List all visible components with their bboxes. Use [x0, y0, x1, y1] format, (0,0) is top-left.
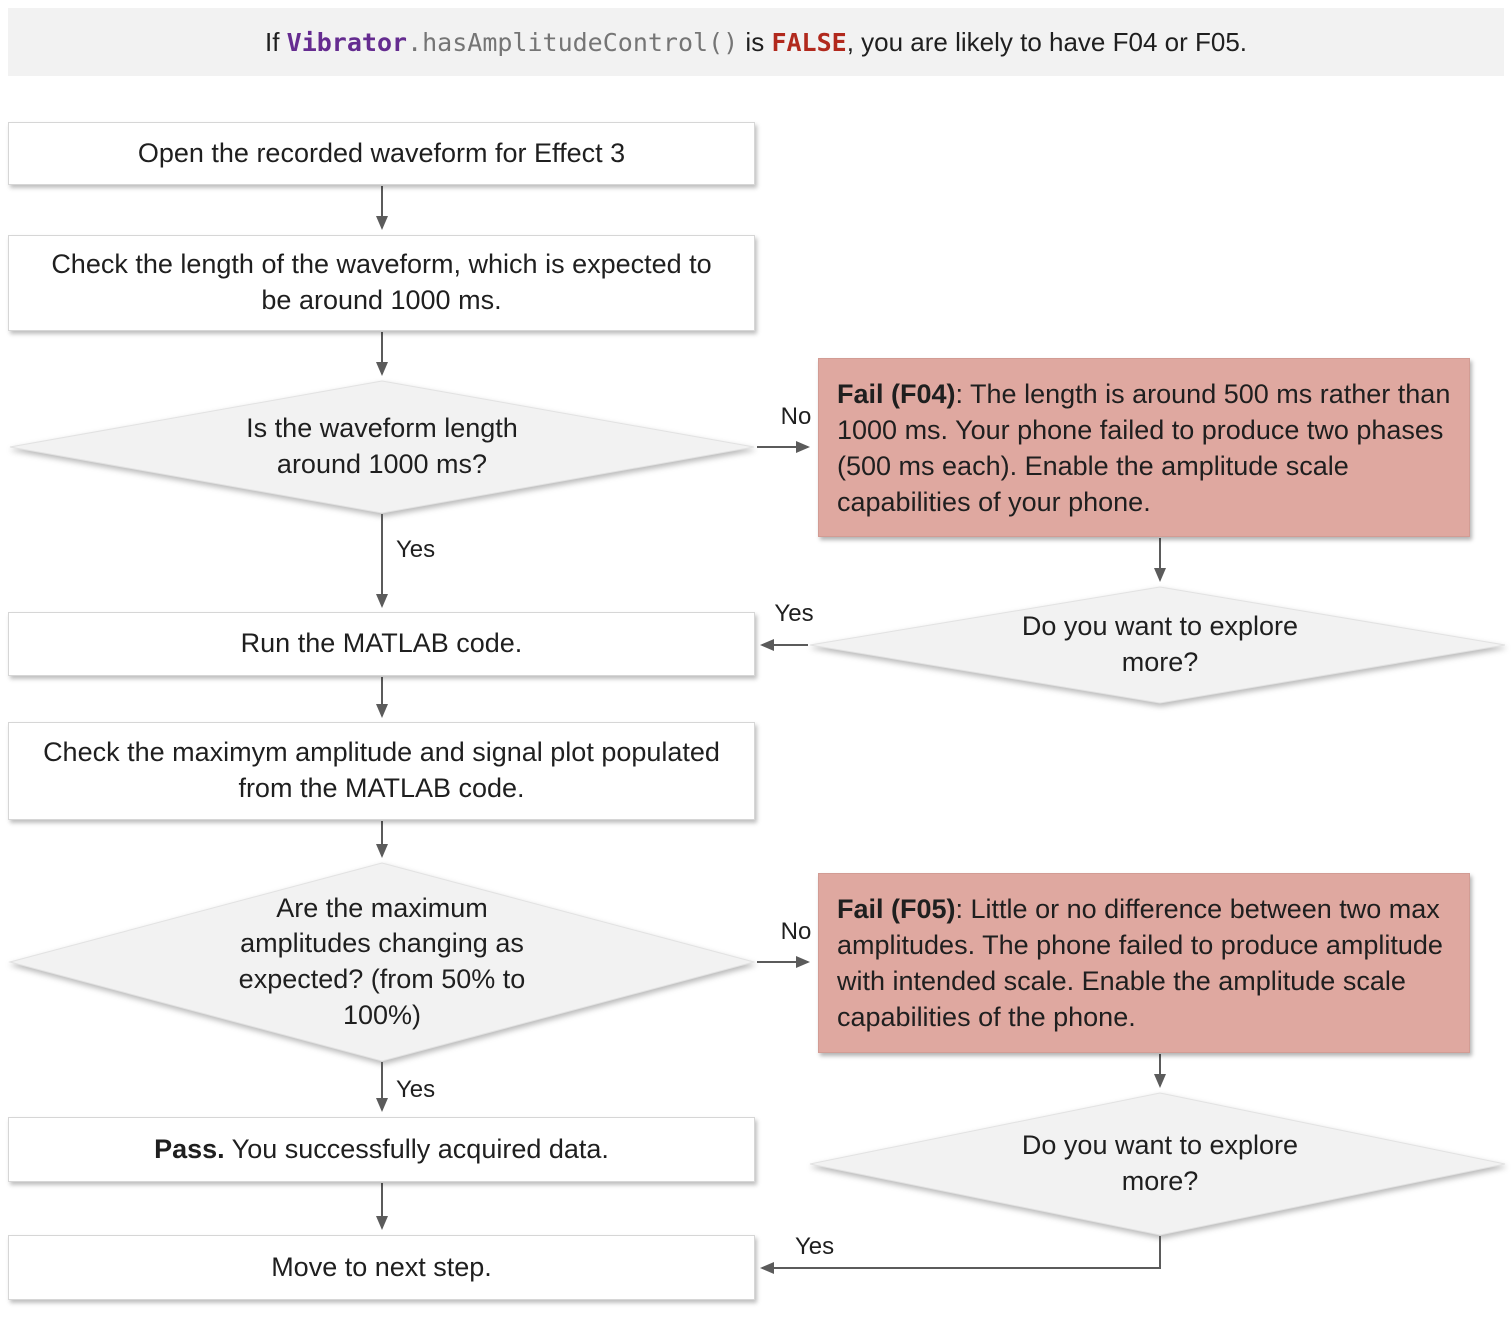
node-check-amplitude: Check the maximym amplitude and signal p…	[8, 722, 755, 820]
fail-f04-label: Fail (F04)	[837, 378, 956, 409]
edge-label-no-2: No	[780, 918, 812, 945]
decision-diamond-amplitudes	[8, 862, 756, 1062]
edge-label-yes-explore-2: Yes	[795, 1233, 835, 1260]
banner-code-false: FALSE	[771, 27, 847, 57]
edge-label-yes-1: Yes	[396, 536, 436, 563]
fail-f05-text: : Little or no difference between two ma…	[837, 894, 1443, 1032]
edge-label-yes-2: Yes	[396, 1076, 436, 1103]
banner-text-is: is	[738, 26, 772, 57]
arrow-explore2-yes-to-move	[760, 1236, 1161, 1274]
node-move-next: Move to next step.	[8, 1235, 755, 1300]
fail-f05-label: Fail (F05)	[837, 894, 956, 924]
code-banner: If Vibrator.hasAmplitudeControl() is FAL…	[8, 8, 1504, 76]
pass-text: You successfully acquired data.	[224, 1133, 609, 1164]
node-fail-f04: Fail (F04): The length is around 500 ms …	[818, 358, 1470, 537]
edge-label-no-1: No	[780, 403, 812, 430]
node-fail-f05: Fail (F05): Little or no difference betw…	[818, 873, 1470, 1053]
decision-diamond-waveform-length	[9, 380, 755, 514]
pass-label: Pass.	[154, 1133, 225, 1164]
node-check-length: Check the length of the waveform, which …	[8, 235, 755, 331]
node-open-waveform: Open the recorded waveform for Effect 3	[8, 122, 755, 185]
banner-code-vibrator: Vibrator	[286, 27, 408, 57]
banner-text-tail: , you are likely to have F04 or F05.	[846, 26, 1248, 57]
edge-label-yes-explore-1: Yes	[774, 600, 814, 627]
node-pass: Pass. You successfully acquired data.	[8, 1117, 755, 1182]
node-run-matlab: Run the MATLAB code.	[8, 612, 755, 676]
decision-diamond-explore-1	[809, 586, 1506, 704]
banner-code-method: .hasAmplitudeControl()	[407, 27, 739, 57]
fail-f04-text: : The length is around 500 ms rather tha…	[837, 378, 1451, 517]
decision-diamond-explore-2	[809, 1092, 1506, 1236]
banner-text-if: If	[264, 26, 287, 57]
